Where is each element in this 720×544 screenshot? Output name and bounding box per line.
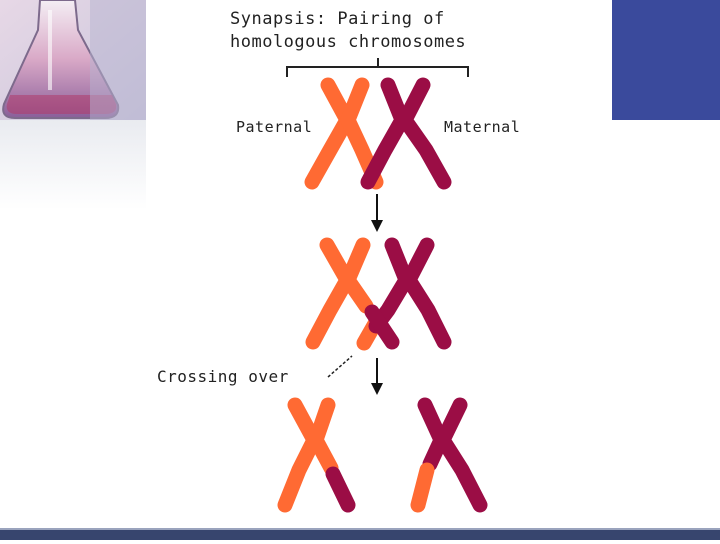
title-line-2: homologous chromosomes — [230, 31, 540, 54]
paternal-label: Paternal — [236, 118, 312, 136]
diagram-title: Synapsis: Pairing of homologous chromoso… — [230, 8, 540, 54]
arrow-down-2 — [371, 358, 383, 395]
paternal-chromosome-stage2 — [313, 245, 376, 343]
maternal-label: Maternal — [444, 118, 520, 136]
paternal-chromosome-stage1 — [312, 85, 376, 182]
synapsis-bracket — [287, 58, 468, 77]
crossing-over-pointer — [328, 356, 352, 377]
maternal-chromosome-stage2 — [372, 245, 444, 342]
recombinant-paternal-chromosome — [285, 405, 348, 505]
arrow-down-1 — [371, 194, 383, 232]
crossing-over-label: Crossing over — [157, 367, 289, 386]
recombinant-maternal-chromosome — [418, 405, 480, 505]
title-line-1: Synapsis: Pairing of — [230, 8, 540, 31]
maternal-chromosome-stage1 — [368, 85, 444, 182]
